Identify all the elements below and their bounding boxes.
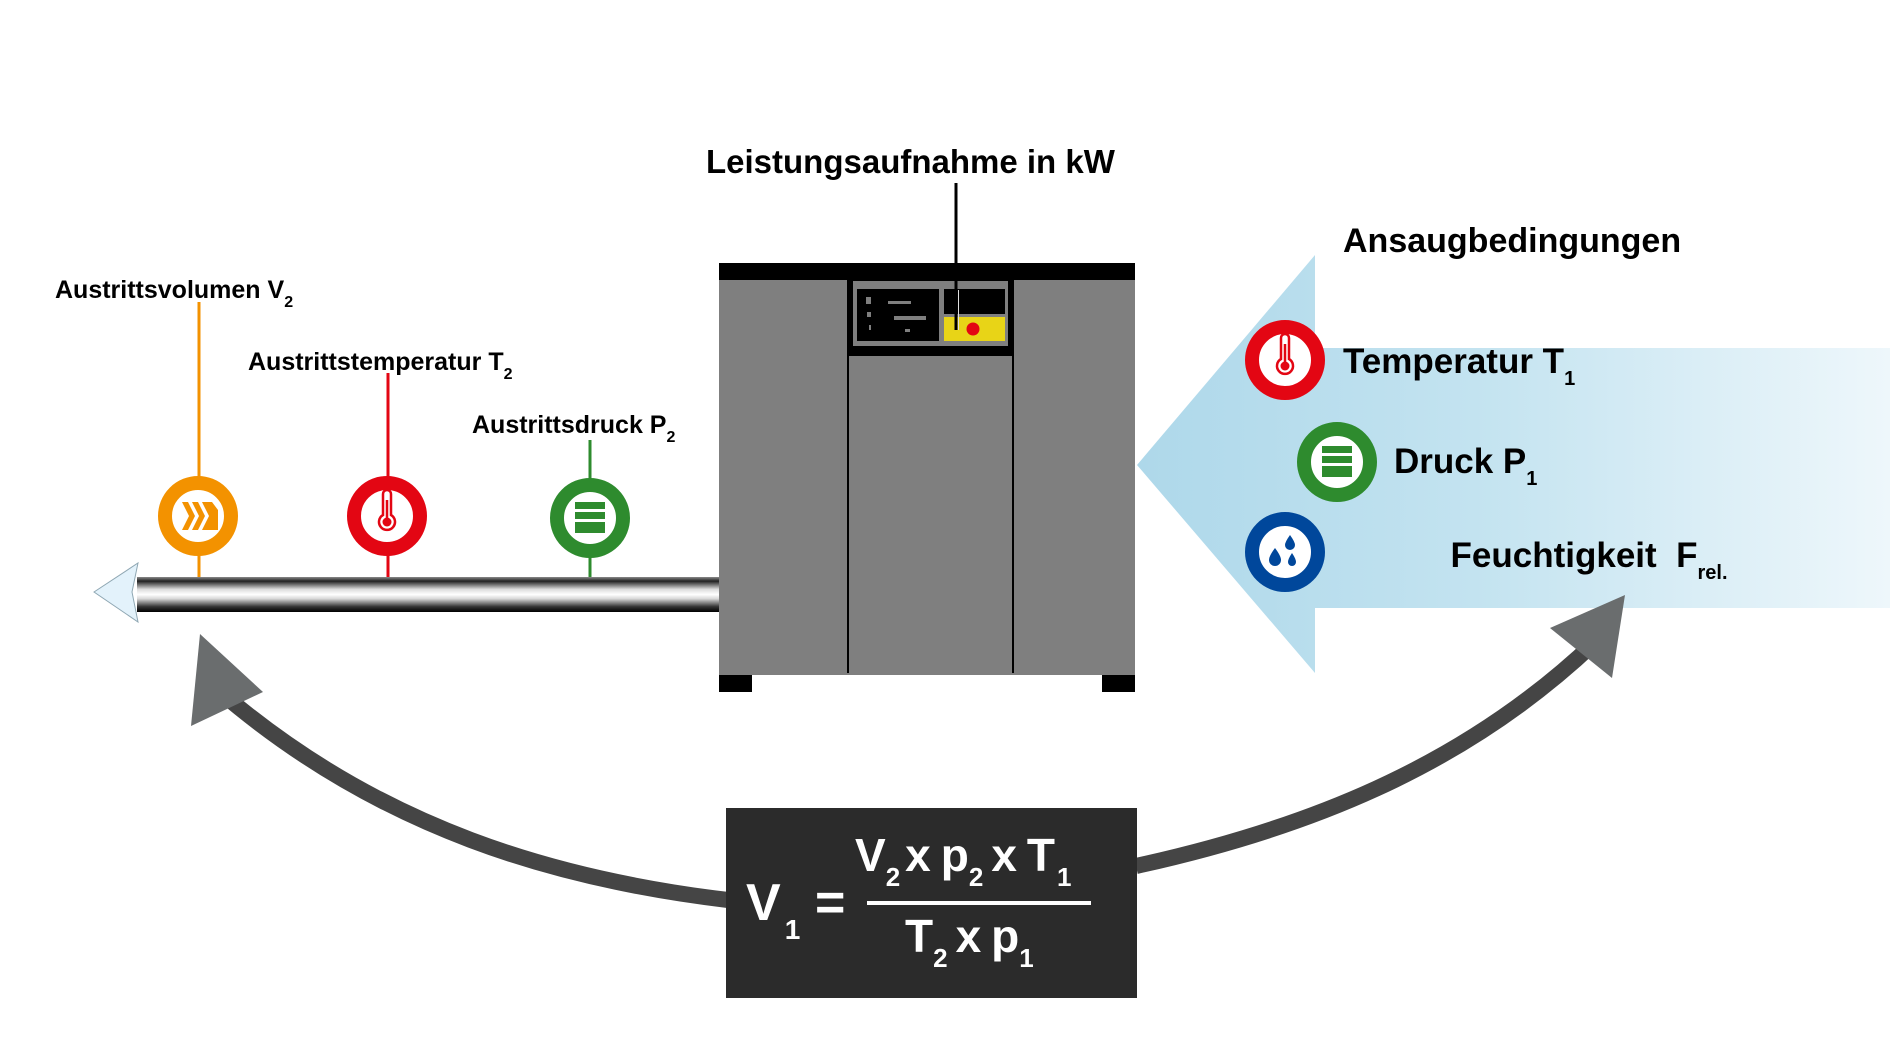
water-drops-icon [1269, 535, 1296, 566]
compressor-foot-left [719, 675, 752, 692]
formula-fraction-bar [867, 901, 1091, 905]
intake-arrow-shape [1137, 255, 1890, 673]
return-arrow-right-head [1550, 595, 1625, 678]
intake-label-pressure: Druck P1 [1394, 442, 1537, 490]
control-panel [847, 280, 1013, 356]
intake-title: Ansaugbedingungen [1343, 222, 1681, 260]
compressor-foot-right [1102, 675, 1135, 692]
intake-label-temperature: Temperatur T1 [1343, 342, 1575, 390]
return-arrow-left-head [191, 634, 263, 726]
display-readout-marks [866, 297, 926, 332]
pressure-bars-icon [575, 502, 605, 533]
power-label: Leistungsaufnahme in kW [706, 143, 1116, 180]
power-meter-screen [944, 289, 1005, 314]
pressure-bars-icon [1322, 446, 1352, 477]
marker-ring [158, 476, 238, 556]
compressor-top-trim [719, 263, 1135, 280]
intake-markers: Temperatur T1 Druck P1 Feuchti [1245, 320, 1796, 592]
thermometer-icon [377, 488, 397, 532]
return-arrow-right [1134, 595, 1625, 874]
return-arrow-right-curve [1134, 637, 1600, 874]
outlet-label-volume: Austrittsvolumen V2 [55, 276, 293, 311]
pipe-outlet-arrowhead [93, 561, 139, 624]
outlet-label-temperature: Austrittstemperatur T2 [248, 348, 513, 383]
intake-arrow [1137, 255, 1890, 673]
outlet-marker-pressure: Austrittsdruck P2 [472, 411, 675, 577]
outlet-label-pressure: Austrittsdruck P2 [472, 411, 675, 446]
return-arrow-left [191, 634, 729, 908]
formula-equals: = [815, 874, 845, 932]
outlet-marker-temperature: Austrittstemperatur T2 [248, 348, 513, 577]
outlet-markers: Austrittsvolumen V2 Austrittstemperatur … [55, 276, 675, 577]
outlet-marker-volume: Austrittsvolumen V2 [55, 276, 293, 577]
outlet-pipe [93, 561, 721, 624]
flow-chevrons-icon [182, 502, 218, 530]
intake-marker-pressure: Druck P1 [1297, 422, 1537, 502]
intake-label-humidity: Feuchtigkeit Frel. [1363, 536, 1796, 587]
pipe-body [137, 577, 721, 612]
intake-marker-temperature: Temperatur T1 [1245, 320, 1575, 400]
thermometer-icon [1275, 332, 1295, 376]
marker-ring [1245, 512, 1325, 592]
intake-marker-humidity: Feuchtigkeit Frel. [1245, 512, 1796, 592]
return-arrow-left-curve [212, 683, 729, 908]
compressor-unit [719, 263, 1135, 692]
power-led-icon [966, 322, 980, 336]
